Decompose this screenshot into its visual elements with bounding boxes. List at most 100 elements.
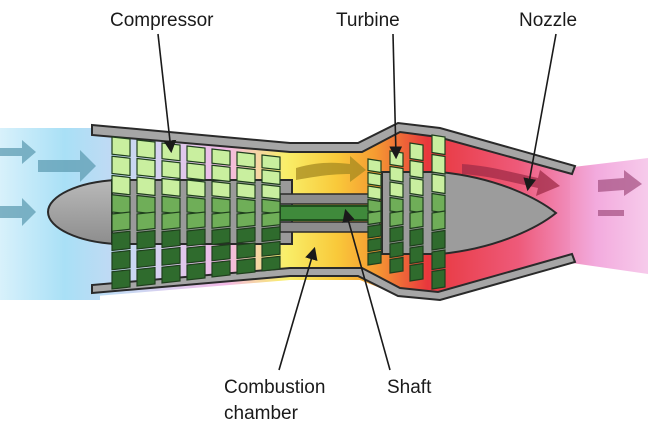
compressor-leader bbox=[157, 33, 177, 154]
compressor-blade-stage-segment bbox=[211, 180, 231, 199]
shaft-housing-top bbox=[279, 193, 381, 205]
casing-bottom bbox=[91, 252, 577, 302]
compressor-blade-stage-segment bbox=[211, 260, 231, 278]
compressor-blade-stage-segment bbox=[211, 164, 231, 183]
compressor-blade-stage-segment bbox=[211, 148, 231, 166]
turbine-blade-stage-segment bbox=[367, 250, 382, 266]
turbine-blade-stage-segment bbox=[367, 171, 382, 187]
compressor-blade-stage-segment bbox=[236, 197, 256, 215]
casing-top bbox=[91, 121, 577, 176]
turbine-blade-stage-segment bbox=[431, 192, 446, 214]
compressor-blade-stage-segment bbox=[186, 145, 206, 164]
turbine-blade-stage-segment bbox=[409, 142, 424, 162]
turbine-blade-stage-segment bbox=[389, 256, 404, 274]
label-shaft: Shaft bbox=[387, 377, 432, 398]
compressor-blades bbox=[111, 136, 281, 290]
compressor-blade-stage-segment bbox=[136, 229, 156, 250]
turbine-blade-stage-segment bbox=[389, 225, 404, 243]
turbine-blade-stage-segment bbox=[431, 153, 446, 175]
label-turbine: Turbine bbox=[336, 10, 400, 31]
compressor-blade-stage-segment bbox=[186, 245, 206, 264]
compressor-blade-stage-segment bbox=[161, 211, 181, 231]
compressor-blade-stage-segment bbox=[111, 155, 131, 177]
turbine-blade-stage-segment bbox=[409, 262, 424, 282]
label-combustion-line1: Combustion bbox=[224, 377, 326, 398]
turbine-blade-stage-segment bbox=[431, 229, 446, 251]
turbine-blades bbox=[367, 134, 446, 290]
label-nozzle: Nozzle bbox=[519, 10, 578, 31]
turbine-blade-stage-segment bbox=[409, 159, 424, 179]
compressor-blade-stage bbox=[186, 145, 206, 281]
shaft-housing-bottom bbox=[279, 221, 381, 233]
flow-arrows bbox=[0, 140, 642, 226]
turbine-blade-stage-segment bbox=[367, 158, 382, 174]
compressor-blade-stage-segment bbox=[261, 169, 281, 186]
turbine-blade-stage-segment bbox=[389, 196, 404, 214]
compressor-blade-stage-segment bbox=[161, 177, 181, 197]
turbine-blade-stage-segment bbox=[409, 177, 424, 197]
compressor-blade-stage-segment bbox=[186, 262, 206, 281]
turbine-blade-stage-segment bbox=[431, 173, 446, 195]
compressor-blade-stage-segment bbox=[261, 211, 281, 228]
shaft-leader bbox=[342, 208, 391, 371]
turbine-blade-stage-segment bbox=[389, 241, 404, 259]
turbine-blade-stage-segment bbox=[431, 249, 446, 271]
compressor-blade-stage-segment bbox=[236, 226, 256, 244]
compressor-blade-stage-segment bbox=[136, 266, 156, 287]
compressor-blade-stage-segment bbox=[261, 226, 281, 243]
compressor-blade-stage-segment bbox=[236, 151, 256, 169]
turbine-blade-stage-segment bbox=[409, 194, 424, 214]
compressor-blade-stage bbox=[261, 154, 281, 272]
compressor-blade-stage-segment bbox=[161, 160, 181, 180]
intake-arrow-upper bbox=[0, 140, 36, 164]
compressor-blade-stage-segment bbox=[186, 196, 206, 215]
turbine-blade-stage-segment bbox=[389, 165, 404, 183]
turbine-blade-stage bbox=[431, 134, 446, 290]
turbine-blade-stage-segment bbox=[367, 237, 382, 253]
turbine-leader bbox=[389, 33, 403, 160]
compressor-blade-stage-segment bbox=[111, 211, 131, 232]
turbine-blade-stage-segment bbox=[409, 227, 424, 247]
turbine-blade-stage-segment bbox=[367, 185, 382, 201]
compressor-blade-stage bbox=[236, 151, 256, 275]
compressor-blade-stage-segment bbox=[186, 228, 206, 247]
intake-arrow-lower bbox=[0, 198, 36, 226]
inlet-spinner bbox=[46, 178, 117, 246]
turbine-blade-stage-segment bbox=[431, 268, 446, 290]
compressor-blade-stage-segment bbox=[111, 249, 131, 271]
turbine-blade-stage-segment bbox=[409, 245, 424, 265]
compressor-blade-stage-segment bbox=[211, 197, 231, 215]
compressor-blade-stage-segment bbox=[211, 243, 231, 262]
compressor-blade-stage-segment bbox=[186, 211, 206, 230]
turbine-blade-stage bbox=[389, 150, 404, 274]
compressor-blade-stage bbox=[136, 139, 156, 287]
compressor-blade-stage-segment bbox=[136, 139, 156, 160]
compressor-blade-stage-segment bbox=[136, 211, 156, 232]
compressor-blade-stage-segment bbox=[261, 240, 281, 257]
turbine-blade-stage bbox=[367, 158, 382, 266]
exhaust-arrow-lower bbox=[598, 210, 624, 216]
compressor-blade-stage-segment bbox=[236, 242, 256, 260]
turbine-exit-arrow bbox=[462, 164, 560, 196]
combustion-arrow bbox=[296, 156, 366, 182]
compressor-blade-stage-segment bbox=[136, 248, 156, 269]
compressor-blade-stage-segment bbox=[236, 257, 256, 275]
compressor-blade-stage bbox=[211, 148, 231, 278]
turbine-blade-stage-segment bbox=[431, 210, 446, 232]
compressor-blade-stage-segment bbox=[111, 269, 131, 290]
compressor-blade-stage bbox=[111, 136, 131, 290]
turbine-blade-stage-segment bbox=[409, 210, 424, 230]
compressor-blade-stage-segment bbox=[236, 166, 256, 184]
compressor-blade-stage-segment bbox=[161, 264, 181, 284]
turbine-blade-stage-segment bbox=[389, 210, 404, 228]
turbine-blade-stage-segment bbox=[367, 210, 382, 226]
compressor-blade-stage-segment bbox=[236, 211, 256, 229]
compressor-blade-stage-segment bbox=[211, 211, 231, 229]
turbine-blade-stage bbox=[409, 142, 424, 282]
compressor-blade-stage-segment bbox=[236, 182, 256, 200]
compressor-blade-stage-segment bbox=[211, 227, 231, 246]
label-compressor: Compressor bbox=[110, 10, 214, 31]
turbine-blade-stage-segment bbox=[431, 134, 446, 156]
